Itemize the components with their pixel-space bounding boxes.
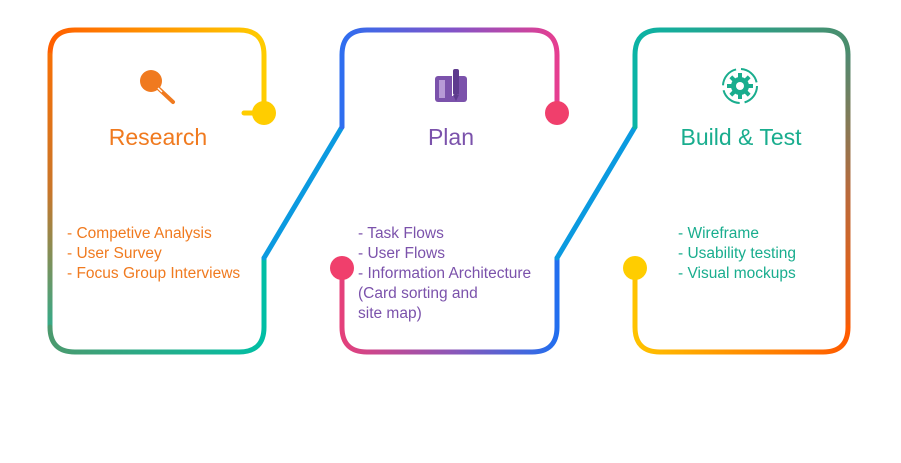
list-item: - Focus Group Interviews (67, 265, 241, 282)
build-outline (632, 27, 851, 355)
research-items: - Competive Analysis - User Survey - Foc… (67, 224, 240, 284)
build-test-items: - Wireframe - Usability testing - Visual… (678, 224, 796, 284)
list-item: - Visual mockups (678, 265, 796, 282)
list-item: - Task Flows (358, 225, 444, 242)
plan-connector-dot-top (545, 101, 569, 125)
plan-outline (339, 27, 560, 355)
list-item: - User Flows (358, 245, 445, 262)
list-item: site map) (358, 305, 422, 322)
list-item: - Competive Analysis (67, 225, 212, 242)
list-item: (Card sorting and (358, 285, 478, 302)
connector-plan-build (554, 124, 638, 261)
list-item: - Wireframe (678, 225, 759, 242)
research-outline (47, 27, 267, 355)
gear-cycle-icon (722, 68, 758, 104)
clipboard-pen-icon (435, 68, 467, 102)
plan-title: Plan (427, 124, 475, 150)
build-connector-dot (623, 256, 647, 280)
list-item: - Usability testing (678, 245, 797, 262)
connector-research-plan (261, 124, 345, 261)
build-test-title: Build & Test (680, 124, 802, 150)
magnifier-icon (140, 70, 175, 104)
list-item: - Information Architecture (358, 265, 532, 282)
research-title: Research (108, 124, 208, 150)
plan-items: - Task Flows - User Flows - Information … (358, 224, 531, 324)
plan-connector-dot-bottom (330, 256, 354, 280)
list-item: - User Survey (67, 245, 162, 262)
research-connector-dot (252, 101, 276, 125)
